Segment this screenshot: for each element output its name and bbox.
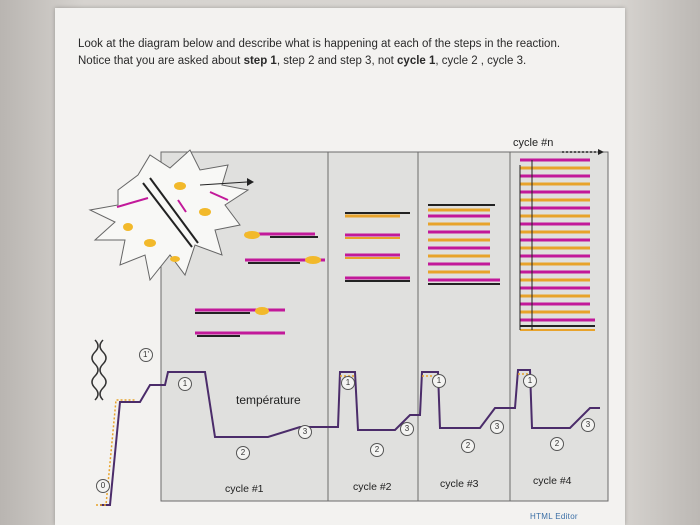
step-3-circle-cycle-1: 3 — [298, 425, 312, 439]
step-2-circle-cycle-2: 2 — [370, 443, 384, 457]
step-1prime-circle: 1' — [139, 348, 153, 362]
cycle-2-label: cycle #2 — [353, 481, 392, 493]
cycle-n-label: cycle #n — [513, 137, 554, 149]
cycle1-emphasis: cycle 1 — [397, 55, 436, 67]
dna-helix-icon — [91, 339, 107, 401]
question-line-1: Look at the diagram below and describe w… — [78, 38, 561, 50]
cycle-3-label: cycle #3 — [440, 478, 479, 490]
cycle-1-label: cycle #1 — [225, 483, 264, 495]
question-text: Look at the diagram below and describe w… — [78, 36, 608, 70]
step-0-circle: 0 — [96, 479, 110, 493]
step-2-circle-cycle-4: 2 — [550, 437, 564, 451]
step-3-circle-cycle-4: 3 — [581, 418, 595, 432]
question-line-2: Notice that you are asked about step 1, … — [78, 55, 527, 67]
temperature-label: température — [236, 393, 301, 407]
step-1-circle-cycle-4: 1 — [523, 374, 537, 388]
step-1-circle-cycle-3: 1 — [432, 374, 446, 388]
cycle-4-strands — [519, 158, 595, 331]
temperature-profile — [100, 369, 600, 506]
step-2-circle-cycle-1: 2 — [236, 446, 250, 460]
step1-emphasis: step 1 — [243, 55, 277, 67]
step-3-circle-cycle-2: 3 — [400, 422, 414, 436]
step-3-circle-cycle-3: 3 — [490, 420, 504, 434]
cycle-2-strands — [345, 212, 410, 282]
cycle-4-label: cycle #4 — [533, 475, 572, 487]
panel-cycle-2 — [327, 151, 419, 502]
step-1-circle-cycle-2: 1 — [341, 376, 355, 390]
html-editor-link[interactable]: HTML Editor — [530, 512, 578, 521]
step-2-circle-cycle-3: 2 — [461, 439, 475, 453]
reaction-mix-burst — [88, 149, 250, 282]
cycle-3-strands — [428, 204, 500, 285]
step-1-circle-cycle-1: 1 — [178, 377, 192, 391]
